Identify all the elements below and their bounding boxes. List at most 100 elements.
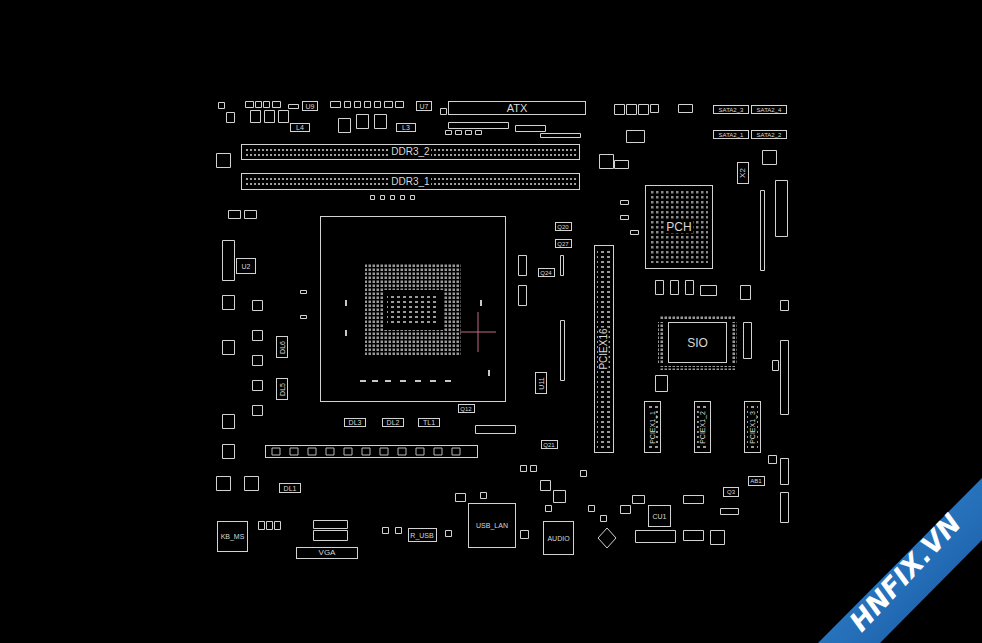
sio-pins xyxy=(660,315,735,319)
component-label: U2 xyxy=(241,263,252,270)
component-label: SIO xyxy=(686,337,709,349)
component-label: DL1 xyxy=(283,485,298,492)
component-outline: U7 xyxy=(416,101,432,111)
component-label: USB_LAN xyxy=(475,522,509,529)
component-label: TL1 xyxy=(422,419,436,426)
component-label: U11 xyxy=(538,376,545,390)
socket-pads xyxy=(345,300,490,382)
component-outline: DDR3_1 xyxy=(241,173,580,190)
watermark-band xyxy=(818,478,982,643)
pcie-pins xyxy=(647,404,658,450)
component-outline: DL1 xyxy=(279,483,301,493)
cpu-center-pads xyxy=(387,294,439,326)
component-outline: PCIEX16 xyxy=(594,245,614,453)
component-outline: DL3 xyxy=(344,418,366,427)
component-outline: Q24 xyxy=(538,268,555,277)
component-outline: AB1 xyxy=(748,476,765,486)
component-outline: TL1 xyxy=(418,418,440,427)
component-label: SATA2_2 xyxy=(756,132,783,138)
component-label: AB1 xyxy=(749,478,762,484)
component-label: Q12 xyxy=(459,406,472,412)
component-label: X2 xyxy=(739,167,747,179)
component-label: DL5 xyxy=(279,382,286,397)
component-outline: SIO xyxy=(668,322,727,363)
component-outline: PCH xyxy=(645,185,713,269)
component-outline: Q3 xyxy=(723,487,739,497)
component-outline: Q12 xyxy=(458,404,475,413)
component-label: PCIEX16 xyxy=(599,327,609,370)
diamond-part xyxy=(598,528,616,548)
pch-ball-grid xyxy=(650,190,708,263)
component-label: PCH xyxy=(665,221,692,233)
component-label: PCIEX1_1 xyxy=(649,410,656,445)
sio-pins xyxy=(660,366,735,370)
component-label: CU1 xyxy=(651,513,667,520)
component-label: SATA2_4 xyxy=(756,107,783,113)
component-label: Q24 xyxy=(539,270,552,276)
component-label: R_USB xyxy=(409,532,434,539)
pcie-pins xyxy=(697,404,708,450)
component-outline: SATA2_2 xyxy=(751,130,787,139)
component-outline: SATA2_4 xyxy=(751,105,787,114)
component-outline: PCIEX1_1 xyxy=(644,401,661,453)
component-label: Q3 xyxy=(726,489,736,495)
component-label: VGA xyxy=(318,549,337,557)
component-outline: PCIEX1_3 xyxy=(744,401,761,453)
component-outline: USB_LAN xyxy=(468,503,516,548)
component-label: SATA2_1 xyxy=(718,132,745,138)
component-outline: DDR3_2 xyxy=(241,144,580,160)
component-outline: L4 xyxy=(290,123,310,132)
component-label: PCIEX1_2 xyxy=(699,410,706,445)
component-outline: U9 xyxy=(302,101,318,111)
crosshair xyxy=(478,312,479,352)
connector-pads xyxy=(272,448,460,455)
component-outline: AUDIO xyxy=(543,521,574,555)
component-label: ATX xyxy=(506,103,529,114)
component-label: U7 xyxy=(419,103,430,110)
component-label: Q20 xyxy=(556,224,569,230)
sio-pins xyxy=(731,322,737,364)
pcie-pins xyxy=(747,404,758,450)
sio-pins xyxy=(658,322,664,364)
component-outline: PCIEX1_2 xyxy=(694,401,711,453)
component-label: DL2 xyxy=(386,419,401,426)
component-label: DL3 xyxy=(348,419,363,426)
component-outline: X2 xyxy=(737,162,749,184)
component-label: SATA2_3 xyxy=(718,107,745,113)
component-outline: CU1 xyxy=(648,505,671,527)
component-label: DDR3_1 xyxy=(390,177,430,187)
component-outline: DL6 xyxy=(276,336,288,358)
cpu-socket xyxy=(321,217,506,402)
component-label: DL6 xyxy=(279,340,286,355)
cpu-window xyxy=(383,290,443,330)
component-outline: KB_MS xyxy=(217,521,248,552)
component-label: KB_MS xyxy=(220,533,246,540)
component-label: Q21 xyxy=(542,442,555,448)
component-label: U9 xyxy=(305,103,316,110)
small-components xyxy=(217,102,789,545)
component-label: DDR3_2 xyxy=(390,147,430,157)
cpu-pin-field xyxy=(365,263,461,355)
component-outline: U11 xyxy=(535,372,547,394)
connector-row xyxy=(266,446,478,458)
component-outline: ATX xyxy=(448,101,586,115)
component-label: L3 xyxy=(401,124,411,131)
component-outline: SATA2_3 xyxy=(713,105,749,114)
component-label: L4 xyxy=(295,124,305,131)
pcie-pins xyxy=(597,248,611,450)
component-label: PCIEX1_3 xyxy=(749,410,756,445)
component-outline: L3 xyxy=(396,123,416,132)
component-outline: Q21 xyxy=(541,440,558,449)
component-outline: DL5 xyxy=(276,378,288,400)
component-label: Q27 xyxy=(556,241,569,247)
component-outline: SATA2_1 xyxy=(713,130,749,139)
component-outline: R_USB xyxy=(408,528,437,542)
component-outline: VGA xyxy=(296,547,358,559)
component-outline: Q20 xyxy=(555,222,572,231)
component-outline: DL2 xyxy=(382,418,404,427)
component-outline: Q27 xyxy=(555,239,572,248)
component-label: AUDIO xyxy=(546,535,570,542)
component-outline: U2 xyxy=(236,258,256,274)
